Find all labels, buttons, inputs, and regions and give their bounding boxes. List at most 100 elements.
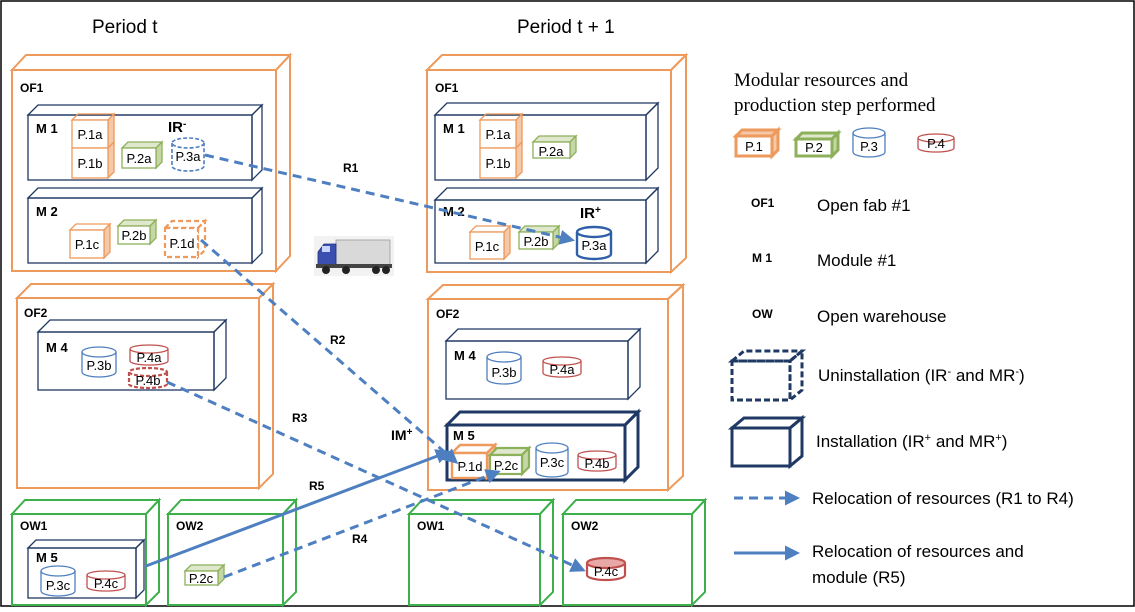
right-p4a-cylinder: P.4a [542,356,582,378]
left-p2b-box: P.2b [116,218,158,246]
left-of2-label: OF2 [24,306,48,320]
left-ow1-label: OW1 [20,519,48,533]
right-p2c-box: P.2c [487,445,532,477]
left-p3b-cylinder: P.3b [81,346,117,378]
left-m1-label: M 1 [36,121,58,136]
left-p3c-cylinder: P.3c [40,565,76,597]
arrow-label-r1: R1 [343,161,359,175]
left-p4a-label: P.4a [136,350,162,365]
legend-relocation-module-line1: Relocation of resources and [812,542,1024,561]
right-m2-module [433,186,660,265]
period-t-title: Period t [92,17,158,38]
left-p2a-label: P.2a [126,151,152,166]
right-p2b-box: P.2b [517,224,561,251]
legend-title-line2: production step performed [734,95,936,116]
left-p2c-label: P.2c [189,571,214,586]
legend-p3-swatch: P.3 [852,127,886,158]
right-ow1-label: OW1 [417,519,445,533]
right-of1-fab [424,52,689,275]
left-p1d-label: P.1d [169,236,194,251]
left-p1a-box: P.1a [70,112,116,150]
left-m1-module [26,103,264,182]
left-of1-fab [9,52,293,274]
legend: Modular resources and production step pe… [727,70,1074,587]
left-of2-fab [14,281,276,491]
left-m5-module [26,538,146,600]
legend-m1-key: M 1 [752,251,772,265]
legend-p4-swatch: P.4 [917,133,955,153]
left-p4b-label: P.4b [135,373,160,388]
period-t1-title: Period t + 1 [517,17,615,38]
right-p1d-label: P.1d [457,459,482,474]
left-ir-minus-label: IR- [168,119,186,137]
right-m5-label: M 5 [453,428,475,443]
left-ow2-label: OW2 [176,519,204,533]
right-p4c-cylinder: P.4c [585,556,627,582]
left-m5-label: M 5 [36,550,58,565]
left-ow2-warehouse [165,497,299,608]
left-p1c-label: P.1c [75,237,100,252]
right-p1c-box: P.1c [468,224,512,261]
legend-relocation-resources: Relocation of resources (R1 to R4) [812,489,1074,508]
legend-p1-swatch: P.1 [732,126,782,160]
left-p2b-label: P.2b [121,228,146,243]
left-p1c-box: P.1c [68,222,112,260]
right-p1c-label: P.1c [475,239,500,254]
left-p1b-box: P.1b [71,140,115,180]
right-p3c-cylinder: P.3c [535,442,569,478]
right-p4b-label: P.4b [584,456,609,471]
left-m4-module [36,318,228,392]
arrow-label-r4: R4 [352,532,368,546]
right-p3a-cylinder: P.3a [575,225,613,261]
relocation-arrow-r3 [166,380,586,572]
right-p1a-box: P.1a [478,112,524,150]
legend-m1-desc: Module #1 [817,251,896,270]
left-p4b-cylinder: P.4b [127,366,169,390]
left-p4a-cylinder: P.4a [129,344,169,366]
right-p2a-box: P.2a [531,134,578,160]
relocation-arrow-r2 [200,238,459,464]
left-p1b-label: P.1b [77,156,102,171]
right-p4b-cylinder: P.4b [577,450,617,472]
left-ow1-warehouse [9,497,162,608]
left-m4-label: M 4 [46,340,68,355]
right-p1a-label: P.1a [485,127,511,142]
left-p3a-cylinder: P.3a [171,137,205,172]
relocation-arrow-r1 [204,153,575,245]
right-p1d-box: P.1d [449,442,498,481]
right-p1b-box: P.1b [479,140,523,180]
left-p1d-box: P.1d [162,218,208,260]
left-p3b-label: P.3b [86,358,111,373]
right-p2c-label: P.2c [494,458,519,473]
legend-install-swatch [727,414,807,470]
left-p2c-box: P.2c [183,563,226,587]
left-p4c-cylinder: P.4c [86,570,126,592]
arrow-label-r2: R2 [330,333,346,347]
right-ow1-warehouse [406,497,556,608]
right-of2-fab [425,282,686,493]
left-of1-label: OF1 [20,81,44,95]
right-of2-label: OF2 [436,307,460,321]
truck-icon [314,236,394,276]
arrow-label-r5: R5 [309,479,325,493]
right-im-plus-label: IM+ [391,427,413,444]
right-ow2-warehouse [560,497,708,608]
legend-of1-key: OF1 [751,196,775,210]
left-p3c-label: P.3c [46,578,71,593]
right-of1-label: OF1 [435,81,459,95]
legend-p1-label: P.1 [745,139,763,154]
legend-of1-desc: Open fab #1 [817,196,911,215]
relocation-arrow-r4 [223,469,501,579]
right-p2a-label: P.2a [538,144,564,159]
legend-uninstall-text: Uninstallation (IR- and MR-) [818,366,1025,385]
left-m2-label: M 2 [36,204,58,219]
arrow-label-r3: R3 [292,411,308,425]
right-m1-label: M 1 [443,121,465,136]
right-p3a-label: P.3a [581,238,607,253]
left-p1a-label: P.1a [77,127,103,142]
right-p3b-label: P.3b [491,365,516,380]
right-p2b-label: P.2b [523,234,548,249]
